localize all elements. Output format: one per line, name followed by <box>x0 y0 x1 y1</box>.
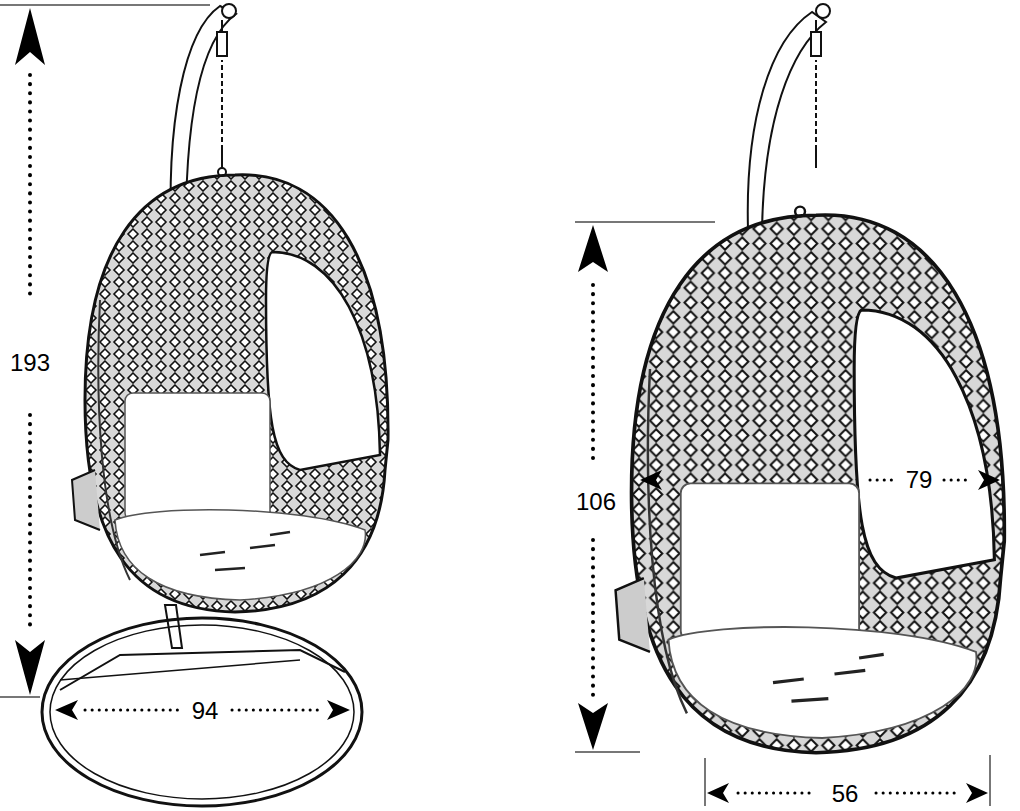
dimension-label: 193 <box>7 350 53 376</box>
dimension-label: 106 <box>573 489 619 515</box>
dimension-label: 56 <box>829 781 862 807</box>
dimension-label: 94 <box>189 698 222 724</box>
dimension-label: 79 <box>903 467 936 493</box>
